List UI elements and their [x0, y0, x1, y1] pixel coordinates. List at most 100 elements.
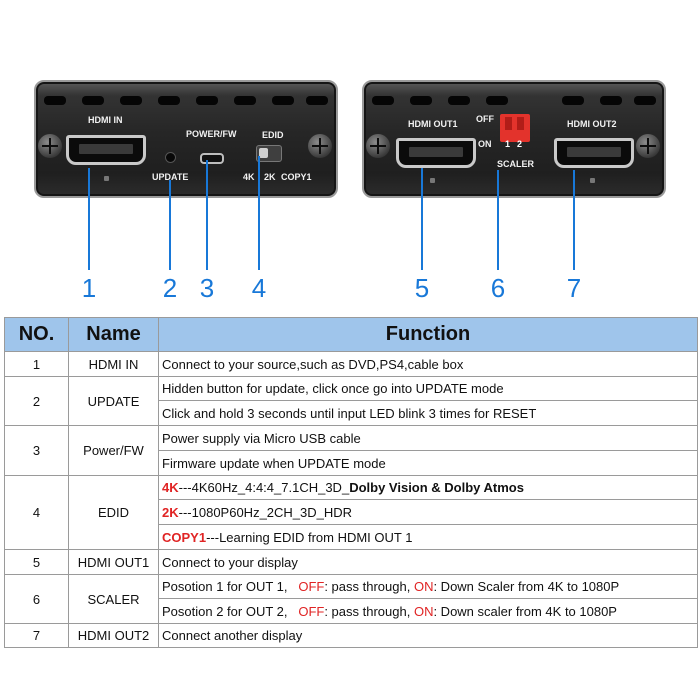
- power-fw-label: POWER/FW: [186, 129, 237, 139]
- row-name: EDID: [68, 475, 159, 550]
- table-row: 7 HDMI OUT2 Connect another display: [4, 623, 698, 648]
- vent-slot: [234, 96, 256, 105]
- scaler-off: OFF: [298, 603, 325, 619]
- scaler-off: OFF: [298, 579, 325, 594]
- vent-slot: [410, 96, 432, 105]
- callout-line-1: [88, 168, 90, 270]
- row-number: 4: [4, 475, 69, 550]
- hdmi-out1-label: HDMI OUT1: [408, 119, 458, 129]
- callout-line-5: [421, 168, 423, 270]
- vent-slot: [306, 96, 328, 105]
- callout-number-3: 3: [199, 273, 215, 303]
- row-function: Firmware update when UPDATE mode: [158, 450, 698, 476]
- callout-number-6: 6: [490, 273, 506, 303]
- micro-usb-port: [200, 153, 224, 164]
- table-row: Firmware update when UPDATE mode: [5, 450, 698, 476]
- callout-number-2: 2: [162, 273, 178, 303]
- row-number: 7: [4, 623, 69, 648]
- vent-slot: [272, 96, 294, 105]
- table-row: 1 HDMI IN Connect to your source,such as…: [4, 351, 698, 377]
- row-function: Connect another display: [158, 623, 698, 648]
- update-button[interactable]: [165, 152, 176, 163]
- callout-number-7: 7: [566, 273, 582, 303]
- row-name: HDMI IN: [68, 351, 159, 377]
- table-row: 5 HDMI OUT1 Connect to your display: [4, 549, 698, 575]
- header-function: Function: [158, 317, 698, 352]
- header-name: Name: [68, 317, 159, 352]
- vent-slot: [82, 96, 104, 105]
- edid-option-4k: 4K: [243, 172, 255, 182]
- right-device-panel: HDMI OUT1 OFF ON 1 2 SCALER HDMI OUT2: [362, 80, 666, 198]
- screw-icon: [38, 134, 62, 158]
- screw-icon: [308, 134, 332, 158]
- scaler-text: : Down Scaler from 4K to 1080P: [433, 579, 620, 594]
- row-function: Connect to your display: [158, 549, 698, 575]
- vent-slot: [196, 96, 218, 105]
- scaler-text: : Down scaler from 4K to 1080P: [433, 603, 617, 619]
- scaler-text: : pass through,: [324, 603, 414, 619]
- scaler-on: ON: [413, 579, 434, 594]
- row-function: COPY1---Learning EDID from HDMI OUT 1: [158, 524, 698, 550]
- dip-toggle-2[interactable]: [517, 117, 524, 130]
- edid-label: EDID: [262, 130, 284, 140]
- row-number: 1: [4, 351, 69, 377]
- table-row: 6 SCALER Posotion 1 for OUT 1, OFF: pass…: [4, 574, 698, 624]
- vent-slot: [158, 96, 180, 105]
- callout-line-4: [258, 156, 260, 270]
- vent-slot: [562, 96, 584, 105]
- edid-key: 4K: [162, 480, 179, 495]
- row-name: SCALER: [68, 574, 159, 624]
- screw-icon: [366, 134, 390, 158]
- edid-text: 4K60Hz_4:4:4_7.1CH_3D_: [191, 480, 350, 495]
- row-function: Posotion 1 for OUT 1, OFF: pass through,…: [158, 574, 698, 599]
- edid-switch[interactable]: [256, 145, 282, 162]
- hdmi-out1-port: [396, 138, 476, 168]
- callout-line-7: [573, 170, 575, 270]
- hdmi-in-label: HDMI IN: [88, 115, 123, 125]
- function-table: NO. Name Function 1 HDMI IN Connect to y…: [4, 317, 698, 648]
- edid-text: Learning EDID from HDMI OUT 1: [219, 529, 413, 545]
- table-row: 2 UPDATE Hidden button for update, click…: [4, 376, 698, 426]
- row-function: Posotion 2 for OUT 2, OFF: pass through,…: [158, 598, 698, 624]
- edid-separator: ---: [178, 504, 192, 520]
- vent-slot: [44, 96, 66, 105]
- table-row: COPY1---Learning EDID from HDMI OUT 1: [5, 524, 698, 550]
- edid-bold-text: Dolby Vision & Dolby Atmos: [349, 480, 524, 495]
- vent-slot: [120, 96, 142, 105]
- callout-line-2: [169, 180, 171, 270]
- edid-option-2k: 2K: [264, 172, 276, 182]
- scaler-on: ON: [413, 603, 434, 619]
- led-indicator: [590, 178, 595, 183]
- scaler-label: SCALER: [497, 159, 535, 169]
- edid-text: 1080P60Hz_2CH_3D_HDR: [191, 504, 353, 520]
- scaler-dip-switch[interactable]: [500, 114, 530, 142]
- vent-slot: [448, 96, 470, 105]
- table-row: Posotion 2 for OUT 2, OFF: pass through,…: [5, 598, 698, 624]
- dip-off-label: OFF: [476, 114, 494, 124]
- row-function: Power supply via Micro USB cable: [158, 425, 698, 451]
- dip-1-label: 1: [505, 139, 511, 149]
- dip-2-label: 2: [517, 139, 523, 149]
- callout-line-3: [206, 160, 208, 270]
- row-function: 4K---4K60Hz_4:4:4_7.1CH_3D_Dolby Vision …: [158, 475, 698, 500]
- row-number: 5: [4, 549, 69, 575]
- table-row: 4 EDID 4K---4K60Hz_4:4:4_7.1CH_3D_Dolby …: [4, 475, 698, 550]
- led-indicator: [430, 178, 435, 183]
- vent-slot: [634, 96, 656, 105]
- hdmi-in-port: [66, 135, 146, 165]
- dip-toggle-1[interactable]: [505, 117, 512, 130]
- dip-on-label: ON: [478, 139, 492, 149]
- row-name: UPDATE: [68, 376, 159, 426]
- callout-number-5: 5: [414, 273, 430, 303]
- edid-option-copy1: COPY1: [281, 172, 312, 182]
- row-function: 2K---1080P60Hz_2CH_3D_HDR: [158, 499, 698, 525]
- callout-number-4: 4: [251, 273, 267, 303]
- vent-slot: [372, 96, 394, 105]
- edid-key: 2K: [162, 504, 179, 520]
- hdmi-out2-label: HDMI OUT2: [567, 119, 617, 129]
- row-name: HDMI OUT2: [68, 623, 159, 648]
- callout-line-6: [497, 170, 499, 270]
- edid-separator: ---: [178, 480, 192, 495]
- vent-slot: [486, 96, 508, 105]
